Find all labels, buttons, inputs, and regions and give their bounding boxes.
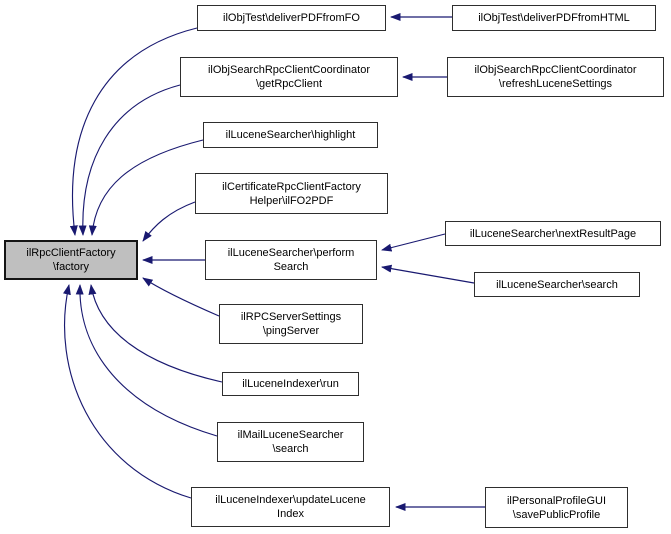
edge-nextResultPage-to-performSearch xyxy=(381,233,446,252)
edge-luceneIndexerRun-to-factory xyxy=(88,284,223,383)
edge-pingServer-to-factory xyxy=(142,277,220,317)
node-ilObjTest-deliverPDFfromHTML[interactable]: ilObjTest\deliverPDFfromHTML xyxy=(452,5,656,31)
node-ilLuceneSearcher-nextResultPage[interactable]: ilLuceneSearcher\nextResultPage xyxy=(445,221,661,246)
node-ilObjSearchRpcClientCoordinator-refreshLuceneSettings[interactable]: ilObjSearchRpcClientCoordinator \refresh… xyxy=(447,57,664,97)
node-ilPersonalProfileGUI-savePublicProfile[interactable]: ilPersonalProfileGUI \savePublicProfile xyxy=(485,487,628,528)
edge-updateLuceneIndex-to-factory xyxy=(63,284,192,499)
node-ilObjSearchRpcClientCoordinator-getRpcClient[interactable]: ilObjSearchRpcClientCoordinator \getRpcC… xyxy=(180,57,398,97)
node-ilRpcClientFactory-factory: ilRpcClientFactory \factory xyxy=(4,240,138,280)
node-ilLuceneSearcher-search[interactable]: ilLuceneSearcher\search xyxy=(474,272,640,297)
node-ilLuceneSearcher-highlight[interactable]: ilLuceneSearcher\highlight xyxy=(203,122,378,148)
node-ilLuceneSearcher-performSearch[interactable]: ilLuceneSearcher\perform Search xyxy=(205,240,377,280)
node-ilLuceneIndexer-updateLuceneIndex[interactable]: ilLuceneIndexer\updateLucene Index xyxy=(191,487,390,527)
edge-highlight-to-factory xyxy=(88,139,204,236)
node-ilRPCServerSettings-pingServer[interactable]: ilRPCServerSettings \pingServer xyxy=(219,304,363,344)
node-ilMailLuceneSearcher-search[interactable]: ilMailLuceneSearcher \search xyxy=(217,422,364,462)
edge-luceneSearch-to-performSearch xyxy=(381,264,475,284)
node-ilObjTest-deliverPDFfromFO[interactable]: ilObjTest\deliverPDFfromFO xyxy=(197,5,386,31)
edge-deliverPDFfromFO-to-factory xyxy=(69,27,198,236)
node-ilCertificateRpcClientFactoryHelper-ilFO2PDF[interactable]: ilCertificateRpcClientFactory Helper\ilF… xyxy=(195,173,388,214)
edge-mailLuceneSearch-to-factory xyxy=(75,284,218,437)
node-ilLuceneIndexer-run[interactable]: ilLuceneIndexer\run xyxy=(222,372,359,396)
edge-getRpcClient-to-factory xyxy=(78,84,181,236)
edge-ilFO2PDF-to-factory xyxy=(142,201,196,242)
